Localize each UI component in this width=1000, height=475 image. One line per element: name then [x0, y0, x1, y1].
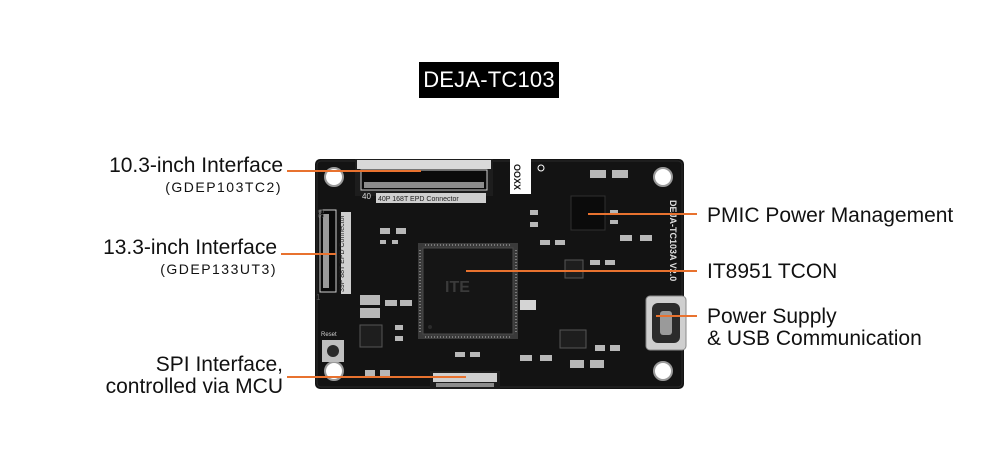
board-model-silkscreen: DEJA-TC103A V2.0 [668, 200, 678, 281]
pin-39-marker: 39 [317, 209, 326, 218]
pin-40-marker: 40 [362, 192, 371, 201]
callout-leader-lines [281, 170, 697, 378]
reset-button [322, 340, 344, 362]
ooxx-logo [510, 159, 545, 194]
it8951-chip [418, 243, 518, 339]
usb-c-connector [645, 295, 687, 351]
smd-components [359, 170, 652, 376]
chip-marking: ITE [445, 279, 470, 296]
callout-13-3-inch-model: (GDEP133UT3) [160, 261, 277, 277]
reset-label: Reset [321, 332, 337, 338]
callout-power-line2: & USB Communication [707, 327, 922, 350]
fpc-connector-39p [319, 209, 351, 294]
callout-10-3-inch-model: (GDEP103TC2) [165, 179, 282, 195]
callout-tcon-label: IT8951 TCON [707, 260, 838, 283]
spi-connector [430, 371, 500, 389]
callout-13-3-inch-label: 13.3-inch Interface [103, 236, 277, 259]
fpc-connector-40p [355, 159, 493, 203]
logo-text: OOXX [512, 164, 522, 190]
fpc-connector-40p-text: 40P 168T EPD Connector [378, 196, 459, 203]
mounting-holes [324, 167, 673, 381]
callout-10-3-inch-label: 10.3-inch Interface [109, 154, 283, 177]
callout-power-line1: Power Supply [707, 305, 837, 328]
fpc-connector-39p-text: 39P 88T EPD Connector [339, 215, 346, 292]
callout-pmic-label: PMIC Power Management [707, 204, 954, 227]
callout-spi-line1: SPI Interface, [155, 353, 283, 376]
callout-spi-line2: controlled via MCU [105, 375, 283, 398]
pin-1-marker: 1 [316, 293, 321, 302]
product-title: DEJA-TC103 [419, 62, 559, 98]
